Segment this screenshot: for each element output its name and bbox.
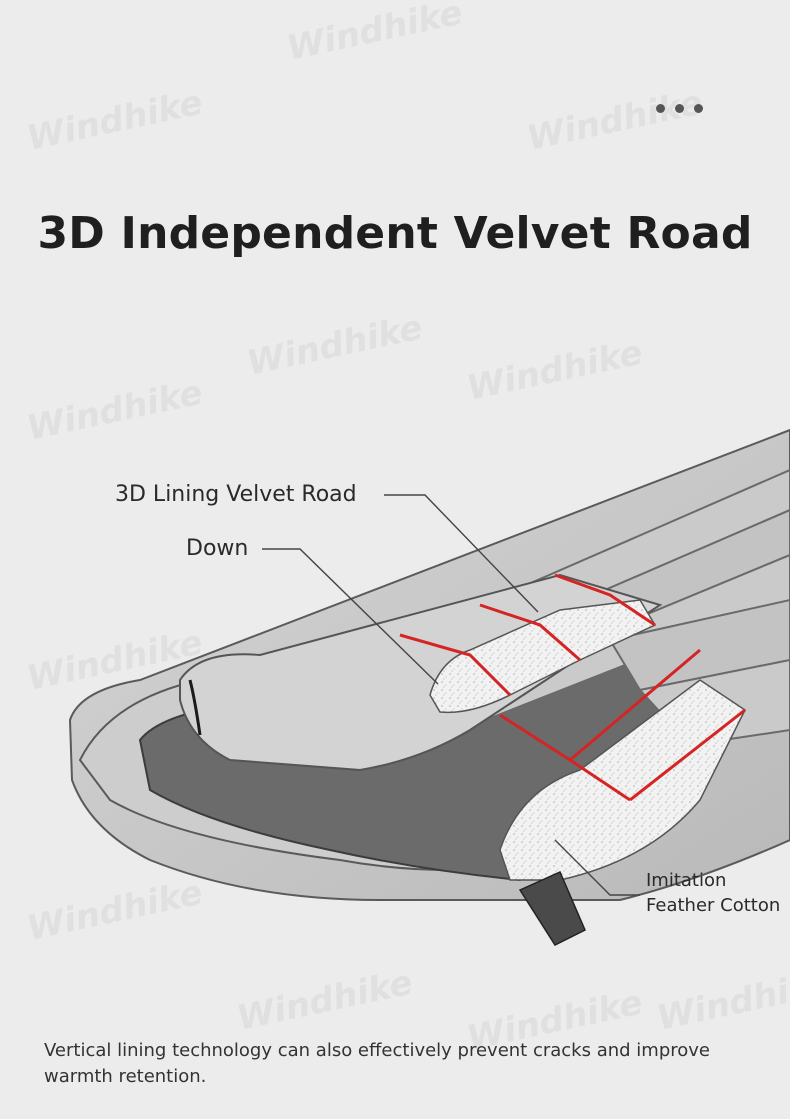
- zipper-strap: [518, 871, 586, 946]
- drawcord: [188, 679, 202, 736]
- callout-imitation-line2: Feather Cotton: [646, 895, 781, 916]
- watermark-text: Windhike: [654, 963, 790, 1039]
- watermark-text: Windhike: [24, 83, 206, 159]
- watermark-text: Windhike: [284, 0, 466, 69]
- lower-cotton-fill: [499, 679, 746, 881]
- more-dots-icon[interactable]: [656, 104, 703, 113]
- dot: [656, 104, 665, 113]
- callout-lining-label: 3D Lining Velvet Road: [115, 482, 357, 507]
- page-title: 3D Independent Velvet Road: [37, 208, 753, 259]
- watermark-text: Windhike: [464, 333, 646, 409]
- dot: [675, 104, 684, 113]
- callout-lines: [262, 494, 640, 896]
- watermark-text: Windhike: [244, 308, 426, 384]
- red-baffle-walls: [399, 573, 746, 802]
- callout-imitation-label: Imitation Feather Cotton: [646, 868, 780, 918]
- dot: [694, 104, 703, 113]
- watermark-text: Windhike: [24, 873, 206, 949]
- watermark-text: Windhike: [234, 963, 416, 1039]
- feature-caption: Vertical lining technology can also effe…: [44, 1040, 710, 1087]
- watermark-text: Windhike: [24, 373, 206, 449]
- callout-imitation-line1: Imitation: [646, 870, 727, 891]
- callout-down-label: Down: [186, 536, 249, 561]
- watermark-text: Windhike: [524, 83, 706, 159]
